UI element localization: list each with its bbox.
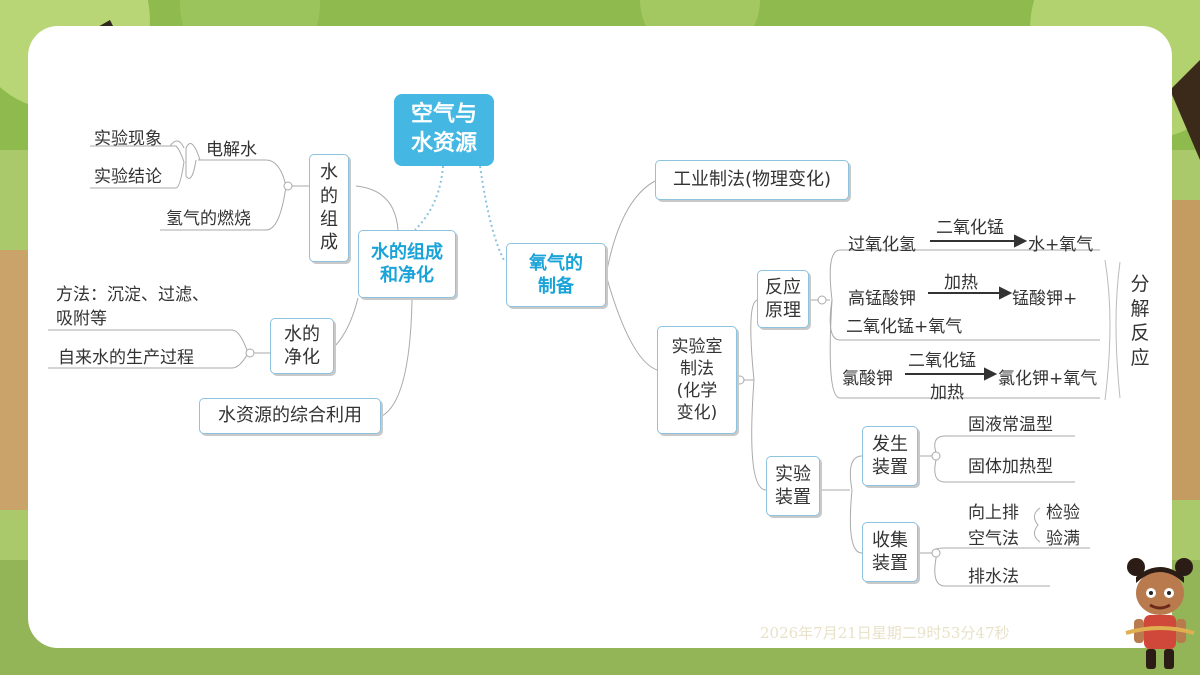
node-collection-apparatus[interactable]: 收集装置 xyxy=(862,522,918,582)
node-line: 实验室 xyxy=(671,336,723,357)
label-decomposition-reaction: 分解反应 xyxy=(1128,272,1152,371)
node-line: (化学 xyxy=(676,381,718,401)
node-line: 变化) xyxy=(676,403,718,424)
content-card xyxy=(28,26,1172,648)
r1-product: 水+氧气 xyxy=(1028,235,1094,255)
node-line: 水的 xyxy=(284,323,320,345)
char: 的 xyxy=(320,185,338,207)
r3-condition-bottom: 加热 xyxy=(930,383,964,403)
label-experiment-conclusion: 实验结论 xyxy=(94,167,162,187)
node-line: 净化 xyxy=(284,347,320,368)
r3-reactant: 氯酸钾 xyxy=(842,369,893,389)
node-line: 水的组成 xyxy=(371,241,443,263)
timestamp-watermark: 2026年7月21日星期二9时53分47秒 xyxy=(760,624,1010,642)
root-line2: 水资源 xyxy=(410,131,477,156)
char: 反 xyxy=(1130,322,1150,345)
char: 组 xyxy=(320,209,338,230)
label-water-displacement: 排水法 xyxy=(968,567,1019,587)
node-line: 装置 xyxy=(872,457,908,478)
r2-product2: 二氧化锰+氧气 xyxy=(846,317,963,337)
node-line: 制法 xyxy=(680,358,714,379)
label-upward-air-line2: 空气法 xyxy=(968,529,1019,549)
r3-product: 氯化钾+氧气 xyxy=(998,369,1098,389)
node-reaction-principle[interactable]: 反应原理 xyxy=(757,270,809,328)
r2-product: 锰酸钾+ xyxy=(1012,289,1078,309)
node-line: 反应 xyxy=(765,276,801,298)
label-check-line2: 验满 xyxy=(1046,529,1080,549)
node-water-composition-purification[interactable]: 水的组成和净化 xyxy=(358,230,456,298)
node-line: 制备 xyxy=(538,276,574,297)
root-line1: 空气与 xyxy=(410,102,477,128)
node-text: 工业制法(物理变化) xyxy=(672,169,832,191)
label-check-line1: 检验 xyxy=(1046,503,1080,523)
r2-reactant: 高锰酸钾 xyxy=(848,289,916,309)
node-line: 装置 xyxy=(775,487,811,508)
node-text: 水资源的综合利用 xyxy=(218,405,362,427)
r2-condition: 加热 xyxy=(944,273,978,293)
char: 应 xyxy=(1130,347,1150,370)
node-water-composition[interactable]: 水的组成 xyxy=(309,154,349,262)
node-line: 装置 xyxy=(872,553,908,574)
node-line: 发生 xyxy=(872,433,908,455)
node-industrial-method[interactable]: 工业制法(物理变化) xyxy=(655,160,849,200)
label-method-line1: 方法：沉淀、过滤、 xyxy=(56,285,209,305)
node-experiment-apparatus[interactable]: 实验装置 xyxy=(766,456,820,516)
node-generation-apparatus[interactable]: 发生装置 xyxy=(862,426,918,486)
node-line: 原理 xyxy=(765,300,801,321)
label-solid-liquid-room-temp: 固液常温型 xyxy=(968,415,1053,435)
label-electrolysis: 电解水 xyxy=(206,140,257,160)
char: 解 xyxy=(1130,297,1150,320)
node-line: 和净化 xyxy=(380,265,434,286)
label-hydrogen-combustion: 氢气的燃烧 xyxy=(166,209,251,229)
node-line: 氧气的 xyxy=(529,252,583,274)
node-line: 实验 xyxy=(775,463,811,485)
r1-reactant: 过氧化氢 xyxy=(848,235,916,255)
label-solid-heating: 固体加热型 xyxy=(968,457,1053,477)
char: 成 xyxy=(320,232,338,254)
mascot-character-icon xyxy=(1125,558,1195,669)
r1-condition: 二氧化锰 xyxy=(936,218,1004,238)
node-line: 收集 xyxy=(872,529,908,551)
label-method-line2: 吸附等 xyxy=(56,309,107,329)
node-oxygen-preparation[interactable]: 氧气的制备 xyxy=(506,243,606,307)
char: 水 xyxy=(320,162,338,184)
r3-condition-top: 二氧化锰 xyxy=(908,351,976,371)
node-water-resource-utilization[interactable]: 水资源的综合利用 xyxy=(199,398,381,434)
label-tap-water-production: 自来水的生产过程 xyxy=(58,348,194,368)
char: 分 xyxy=(1130,273,1150,295)
node-water-purification[interactable]: 水的净化 xyxy=(270,318,334,374)
label-upward-air-line1: 向上排 xyxy=(968,503,1019,523)
root-node-air-and-water[interactable]: 空气与水资源 xyxy=(394,94,494,166)
node-lab-method[interactable]: 实验室制法(化学变化) xyxy=(657,326,737,434)
label-experiment-phenomenon: 实验现象 xyxy=(94,129,162,149)
